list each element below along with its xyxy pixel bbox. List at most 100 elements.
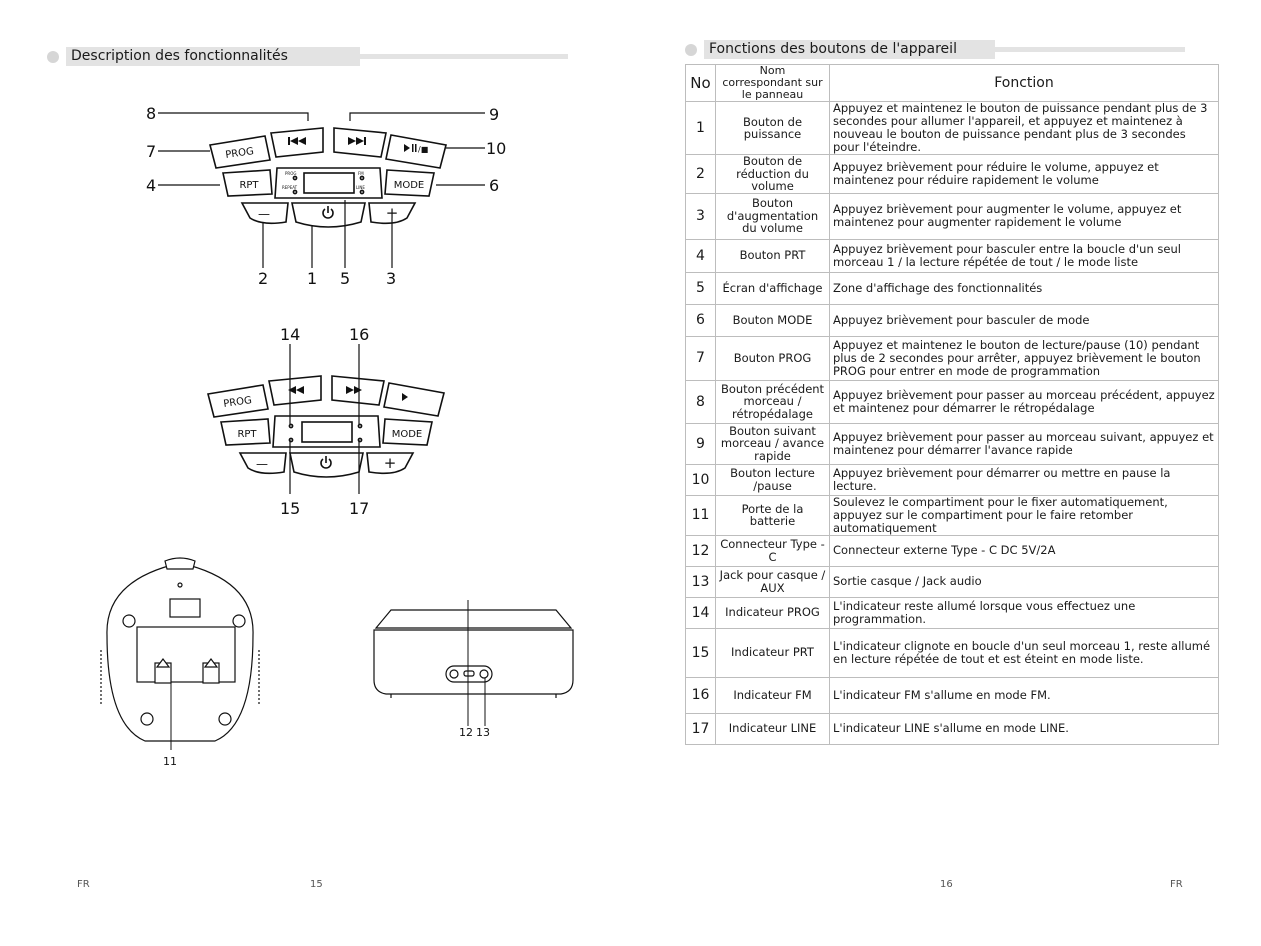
row-name: Bouton précédent morceau / rétropédalage	[715, 379, 830, 424]
function-table: No Nom correspondant sur le panneau Fonc…	[685, 64, 1219, 745]
mode-label-2: MODE	[392, 429, 423, 440]
footer-lang: FR	[1170, 879, 1183, 890]
plus-button-shape	[368, 202, 417, 225]
back-view-diagram: 12 13	[373, 600, 574, 739]
row-function: L'indicateur FM s'allume en mode FM.	[829, 676, 1219, 714]
row-name: Bouton PROG	[715, 335, 830, 381]
callout-9: 9	[489, 105, 499, 124]
section-header-right: Fonctions des boutons de l'appareil	[685, 40, 1185, 59]
callout-16: 16	[349, 325, 369, 344]
callout-13: 13	[476, 726, 490, 739]
row-function: Connecteur externe Type - C DC 5V/2A	[829, 534, 1219, 567]
minus-button-shape	[240, 202, 289, 225]
section-header-left: Description des fonctionnalités	[47, 47, 568, 66]
footer-lang: FR	[77, 879, 90, 890]
callout-10: 10	[486, 139, 506, 158]
minus-label-2: —	[256, 457, 268, 471]
header-name: Nom correspondant sur le panneau	[715, 64, 830, 102]
callout-12: 12	[459, 726, 473, 739]
header-function: Fonction	[829, 64, 1219, 102]
callout-17: 17	[349, 499, 369, 518]
row-number: 10	[685, 463, 716, 496]
row-function: Zone d'affichage des fonctionnalités	[829, 271, 1219, 305]
row-number: 16	[685, 676, 716, 714]
callout-1: 1	[307, 269, 317, 288]
minus-label: —	[258, 207, 270, 221]
row-name: Indicateur PROG	[715, 596, 830, 629]
callout-15: 15	[280, 499, 300, 518]
header-no: No	[685, 64, 716, 102]
lcd-fm-label: FM	[358, 171, 364, 176]
play-pause-icon	[402, 393, 408, 401]
row-function: Appuyez brièvement pour basculer de mode	[829, 303, 1219, 337]
mode-button-shape	[384, 169, 435, 197]
prog-label-2: PROG	[223, 395, 253, 410]
callout-8: 8	[146, 104, 156, 123]
row-name: Indicateur FM	[715, 676, 830, 714]
transport-icons: /■	[288, 137, 428, 154]
rpt-label: RPT	[239, 180, 259, 191]
table-header-row: No Nom correspondant sur le panneau Fonc…	[685, 64, 1219, 102]
row-name: Indicateur LINE	[715, 712, 830, 745]
row-function: Appuyez et maintenez le bouton de lectur…	[829, 335, 1219, 381]
row-function: L'indicateur clignote en boucle d'un seu…	[829, 627, 1219, 678]
lcd-screen	[303, 172, 355, 194]
row-name: Connecteur Type - C	[715, 534, 830, 567]
row-number: 12	[685, 534, 716, 567]
lcd-line-label: LINE	[356, 185, 365, 190]
row-number: 9	[685, 422, 716, 465]
row-number: 17	[685, 712, 716, 745]
row-number: 7	[685, 335, 716, 381]
section-title: Description des fonctionnalités	[66, 47, 360, 66]
row-function: Appuyez brièvement pour démarrer ou mett…	[829, 463, 1219, 496]
row-name: Bouton PRT	[715, 238, 830, 273]
row-number: 5	[685, 271, 716, 305]
control-panel-diagram: PROG RPT MODE — + PROG REPEAT FM LINE /■	[146, 104, 506, 288]
section-title: Fonctions des boutons de l'appareil	[704, 40, 995, 59]
row-number: 11	[685, 494, 716, 536]
callout-11: 11	[163, 755, 177, 768]
row-name: Bouton de puissance	[715, 101, 830, 155]
row-number: 2	[685, 154, 716, 194]
row-name: Bouton d'augmentation du volume	[715, 192, 830, 240]
indicator-diagram: PROG RPT MODE — + 14 16 15 17	[207, 325, 445, 518]
previous-track-icon	[290, 137, 306, 145]
prog-label: PROG	[225, 146, 255, 161]
callout-2: 2	[258, 269, 268, 288]
right-page: Fonctions des boutons de l'appareil No N…	[630, 0, 1261, 946]
next-track-icon	[346, 386, 362, 394]
callout-3: 3	[386, 269, 396, 288]
callout-5: 5	[340, 269, 350, 288]
page-number: 16	[940, 879, 953, 890]
row-number: 6	[685, 303, 716, 337]
row-function: Appuyez et maintenez le bouton de puissa…	[829, 101, 1219, 155]
bottom-view-diagram: 11	[100, 557, 260, 768]
row-function: Appuyez brièvement pour basculer entre l…	[829, 238, 1219, 273]
row-name: Bouton suivant morceau / avance rapide	[715, 422, 830, 465]
row-number: 1	[685, 101, 716, 155]
rpt-label-2: RPT	[237, 429, 257, 440]
rpt-button-shape	[222, 169, 273, 197]
row-number: 13	[685, 565, 716, 598]
section-rule	[995, 47, 1185, 52]
row-name: Porte de la batterie	[715, 494, 830, 536]
row-name: Bouton de réduction du volume	[715, 154, 830, 194]
row-number: 8	[685, 379, 716, 424]
lcd-repeat-label: REPEAT	[282, 185, 298, 190]
callout-4: 4	[146, 176, 156, 195]
callout-6: 6	[489, 176, 499, 195]
row-function: Appuyez brièvement pour passer au morcea…	[829, 379, 1219, 424]
power-icon	[320, 456, 332, 469]
